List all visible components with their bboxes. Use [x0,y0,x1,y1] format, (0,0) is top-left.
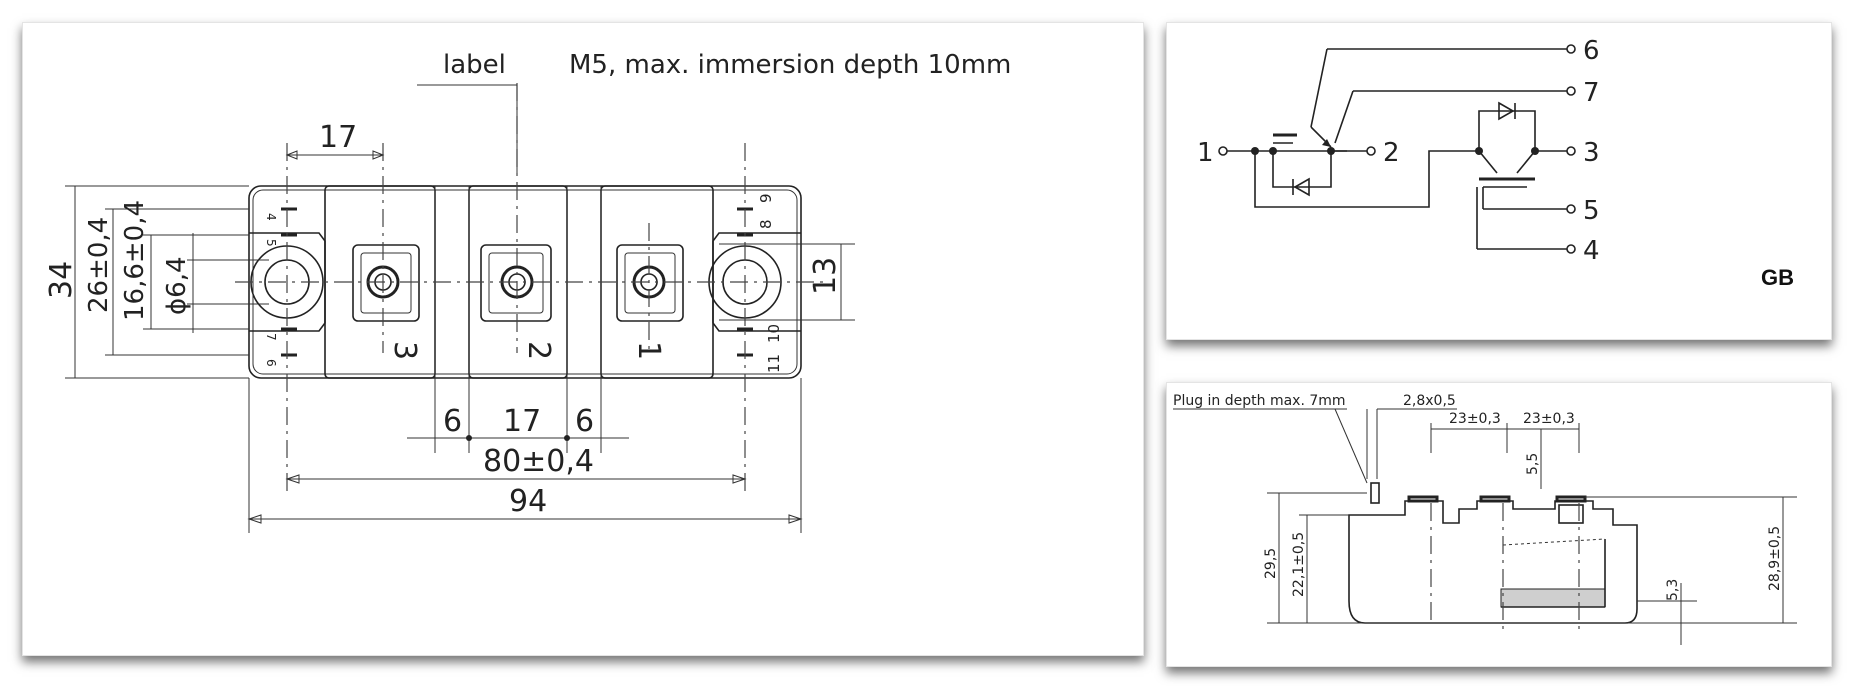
dim-6-right: 6 [575,404,594,439]
pin-4-label: 4 [1583,236,1600,266]
pin-label-7: 7 [264,333,278,341]
dim-5-3: 5,3 [1665,579,1681,601]
dim-2-8x0-5: 2,8x0,5 [1403,393,1456,409]
dim-94: 94 [509,484,547,519]
module-body-profile [1348,500,1638,624]
pin-label-10: 10 [765,324,783,343]
dim-16-6: 16,6±0,4 [120,200,150,321]
pin-label-11: 11 [765,354,783,373]
plug-note: Plug in depth max. 7mm [1173,393,1346,409]
side-view-panel: Plug in depth max. 7mm 2,8x0,5 23±0,3 23… [1166,382,1832,667]
terminal-1 [616,244,684,322]
pin-label-6: 6 [264,359,278,367]
pin-3-label: 3 [1583,138,1600,168]
thread-note: M5, max. immersion depth 10mm [569,50,1011,80]
top-view-panel: 4 5 7 6 9 8 10 11 3 2 1 label M5, max. i… [22,22,1144,656]
terminal-label-3: 3 [387,341,422,360]
pin-6-label: 6 [1583,36,1600,66]
terminal-2 [480,244,552,322]
pin-7-label: 7 [1583,78,1600,108]
label-callout: label [443,50,506,80]
topology-badge: GB [1761,265,1794,290]
pin-5-label: 5 [1583,196,1600,226]
dim-17-top: 17 [319,120,357,155]
dim-80: 80±0,4 [483,444,594,479]
terminal-label-2: 2 [521,341,556,360]
circuit-diagram: 1 2 3 4 5 6 7 GB [1197,36,1794,290]
terminal-label-1: 1 [631,341,666,360]
dim-34: 34 [44,261,79,299]
dim-13: 13 [808,257,843,295]
terminal-3 [352,244,420,322]
pin-1-label: 1 [1197,138,1214,168]
side-view-drawing: Plug in depth max. 7mm 2,8x0,5 23±0,3 23… [1173,393,1797,645]
pin-2-label: 2 [1383,138,1400,168]
pin-label-8: 8 [757,219,775,229]
dim-phi-6-4: ϕ6,4 [162,257,192,316]
circuit-panel: 1 2 3 4 5 6 7 GB [1166,22,1832,340]
dim-22-1: 22,1±0,5 [1291,532,1307,597]
dim-23-a: 23±0,3 [1449,411,1501,427]
dim-28-9: 28,9±0,5 [1767,526,1783,591]
pin-label-5: 5 [264,239,278,247]
pin-label-9: 9 [757,193,775,203]
dim-6-left: 6 [443,404,462,439]
dim-17-bottom: 17 [503,404,541,439]
dim-29-5: 29,5 [1263,548,1279,579]
dim-23-b: 23±0,3 [1523,411,1575,427]
dim-26: 26±0,4 [84,217,114,313]
control-pins [281,207,753,357]
top-view-drawing: 4 5 7 6 9 8 10 11 3 2 1 label M5, max. i… [44,50,1011,533]
dim-5-5: 5,5 [1525,453,1541,475]
pin-label-4: 4 [264,213,278,221]
